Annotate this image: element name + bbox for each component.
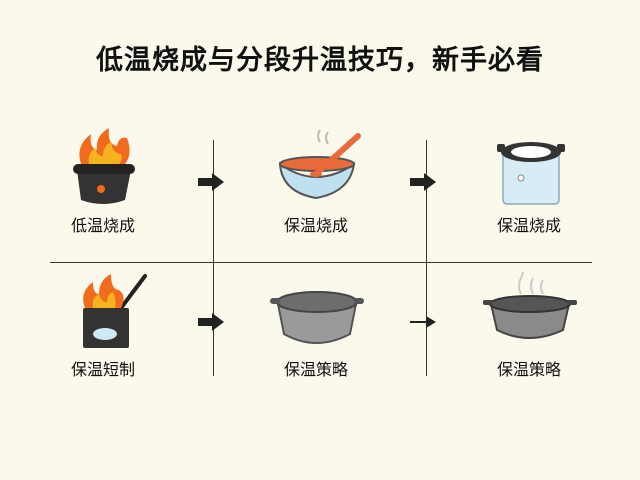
step-label: 保温烧成	[283, 216, 348, 235]
column-divider-2	[426, 140, 427, 376]
column-divider-1	[213, 140, 214, 376]
page-title: 低温烧成与分段升温技巧，新手必看	[96, 45, 544, 76]
kiln-fire-icon	[73, 128, 135, 204]
step-label: 保温烧成	[496, 216, 561, 235]
arrow-right-icon	[410, 173, 436, 191]
bowl-with-spoon-icon	[278, 129, 361, 200]
step-label: 保温策略	[283, 360, 348, 379]
step-label: 低温烧成	[70, 216, 135, 235]
arrow-right-icon	[198, 173, 224, 191]
row-divider	[50, 262, 592, 263]
step-label: 保温短制	[70, 360, 135, 379]
pot-icon	[270, 291, 364, 344]
burner-fire-icon	[83, 274, 147, 348]
steaming-pot-icon	[483, 272, 577, 339]
arrow-right-icon	[198, 313, 224, 331]
arrow-right-icon	[410, 316, 436, 328]
pressure-pot-icon	[497, 142, 565, 205]
step-label: 保温策略	[496, 360, 561, 379]
